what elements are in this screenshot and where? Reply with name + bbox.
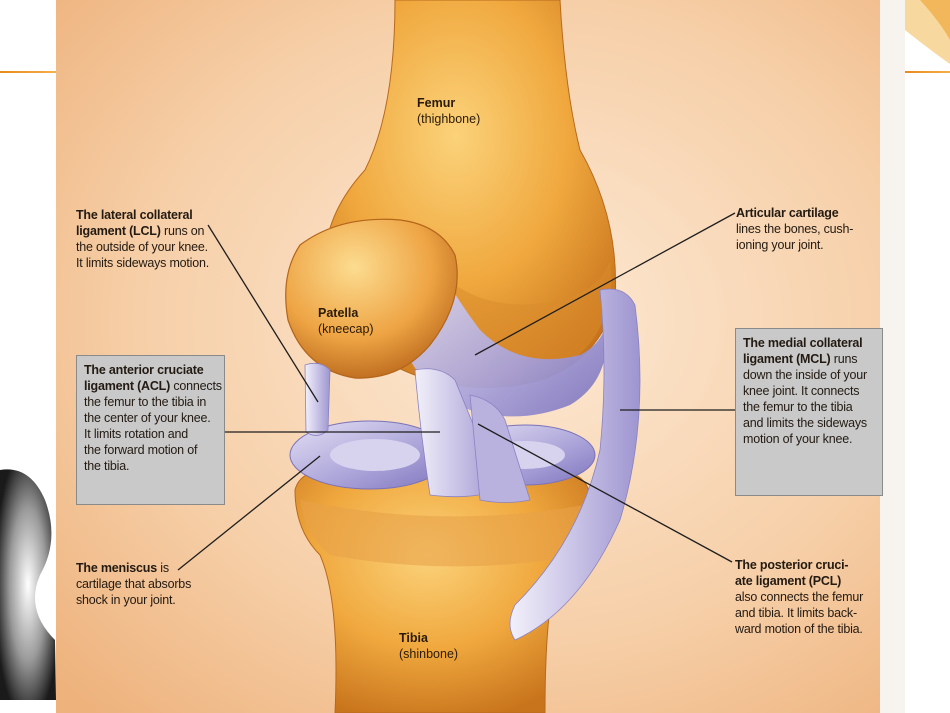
lcl-title-2: ligament (LCL) (76, 224, 161, 238)
articular-title: Articular cartilage (736, 206, 839, 220)
mcl-title-2: ligament (MCL) (743, 352, 831, 366)
articular-text-1: lines the bones, cush- (736, 222, 854, 236)
articular-cartilage (409, 250, 607, 417)
lcl-callout: The lateral collateral ligament (LCL) ru… (76, 207, 209, 271)
meniscus-title: The meniscus (76, 561, 157, 575)
acl-title-1: The anterior cruciate (84, 363, 204, 377)
lcl-text-2: the outside of your knee. (76, 240, 208, 254)
mcl-text-5: and limits the sideways (743, 416, 867, 430)
meniscus-text-3: shock in your joint. (76, 593, 176, 607)
leader-line-pcl (477, 423, 733, 563)
leader-line-lcl (207, 224, 319, 403)
femur-name: Femur (417, 96, 456, 110)
meniscus-text-2: cartilage that absorbs (76, 577, 192, 591)
acl-title-2: ligament (ACL) (84, 379, 171, 393)
illustration-right-page (880, 0, 905, 713)
tibia-name: Tibia (399, 631, 428, 645)
lcl-text-1: runs on (160, 224, 205, 238)
lcl-title-1: The lateral collateral (76, 208, 193, 222)
acl-text-5: the forward motion of (84, 443, 198, 457)
mcl-text-6: motion of your knee. (743, 432, 853, 446)
tibia-label: Tibia (shinbone) (399, 630, 458, 663)
pcl-title-2: ate ligament (PCL) (735, 574, 842, 588)
mcl-text-1: runs (830, 352, 858, 366)
slide-accent-rule-left (0, 71, 56, 73)
acl-text-3: the center of your knee. (84, 411, 211, 425)
pcl-text-3: ward motion of the tibia. (735, 622, 863, 636)
acl-text-6: the tibia. (84, 459, 130, 473)
articular-text-2: ioning your joint. (736, 238, 824, 252)
mcl-text-4: the femur to the tibia (743, 400, 853, 414)
meniscus-text-1: is (156, 561, 169, 575)
acl-text-2: the femur to the tibia in (84, 395, 207, 409)
tibia-plateau-shade (300, 500, 585, 567)
articular-cartilage-callout: Articular cartilage lines the bones, cus… (736, 205, 853, 253)
meniscus-callout: The meniscus is cartilage that absorbs s… (76, 560, 191, 608)
acl-text-1: connects (170, 379, 222, 393)
pcl-ligament (469, 394, 531, 503)
pcl-text-1: also connects the femur (735, 590, 864, 604)
acl-text-4: It limits rotation and (84, 427, 188, 441)
lcl-ligament (304, 362, 331, 436)
femur-common-name: (thighbone) (417, 112, 481, 127)
mcl-ligament (509, 288, 641, 641)
pcl-title-1: The posterior cruci- (735, 558, 849, 572)
lateral-meniscus-inner (330, 439, 420, 471)
pcl-callout: The posterior cruci- ate ligament (PCL) … (735, 557, 863, 637)
pcl-text-2: and tibia. It limits back- (735, 606, 857, 620)
lcl-text-3: It limits sideways motion. (76, 256, 210, 270)
slide-corner-ribbon-shade (920, 0, 950, 40)
mcl-callout: The medial collateral ligament (MCL) run… (735, 328, 883, 496)
slide-smoke-decoration (0, 469, 56, 700)
femur-label: Femur (thighbone) (417, 95, 480, 128)
mcl-text-3: knee joint. It connects (743, 384, 860, 398)
slide-accent-rule-right (905, 71, 950, 73)
patella-common-name: (kneecap) (318, 322, 374, 337)
leader-line-articular (474, 212, 736, 356)
acl-callout: The anterior cruciate ligament (ACL) con… (76, 355, 225, 505)
mcl-title-1: The medial collateral (743, 336, 863, 350)
patella-name: Patella (318, 306, 359, 320)
patella-bone (285, 218, 458, 379)
leader-lines (177, 212, 736, 571)
mcl-text-2: down the inside of your (743, 368, 867, 382)
leader-line-meniscus (177, 455, 321, 571)
tibia-common-name: (shinbone) (399, 647, 459, 662)
patella-label: Patella (kneecap) (318, 305, 374, 338)
